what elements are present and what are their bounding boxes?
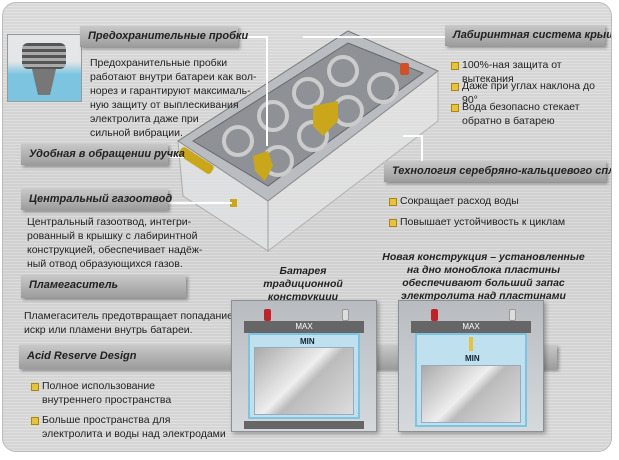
connector-line <box>303 36 447 38</box>
label-silver-calcium: Технология серебряно-кальциевого сплава <box>384 161 611 182</box>
label-handle: Удобная в обращении ручка <box>21 144 185 165</box>
electrode-plates <box>421 365 521 423</box>
connector-line <box>266 36 268 146</box>
min-label: MIN <box>465 354 480 363</box>
max-label: MAX <box>244 321 364 333</box>
label-labyrinth-lid: Лабиринтная система крышки <box>445 25 611 46</box>
connector-line <box>239 36 267 38</box>
text-line: рованный в крышку с лабиринтной <box>27 230 198 242</box>
positive-terminal <box>431 309 438 321</box>
labyrinth-bullet: Даже при углах наклона до 90° <box>451 79 611 107</box>
label-flame-arrester: Пламегаситель <box>21 275 186 298</box>
alloy-bullet: Повышает устойчивость к циклам <box>389 215 565 229</box>
bottom-base <box>244 421 364 429</box>
labyrinth-bullet: 100%-ная защита от вытекания <box>451 58 611 86</box>
new-battery-caption: Новая конструкция – установленные на дно… <box>382 251 585 302</box>
text-line: работают внутри батареи как вол- <box>90 71 257 83</box>
acid-bullet: Полное использование внутреннего простра… <box>31 379 211 407</box>
connector-line <box>168 156 184 158</box>
new-battery-diagram: MAX MIN <box>398 300 544 432</box>
flame-arrester-description: Пламегаситель предотвращает попадание ис… <box>24 309 233 337</box>
safety-plug-image <box>7 34 82 102</box>
text-line: конструкцией, обеспечивает надёж- <box>27 244 203 256</box>
negative-terminal <box>509 309 516 321</box>
text-line: Предохранительные пробки <box>90 57 228 69</box>
connector-line <box>403 135 423 137</box>
text-line: сильной вибрации. <box>90 127 183 139</box>
battery-illustration <box>177 30 439 253</box>
text-line: Пламегаситель предотвращает попадание <box>24 310 233 322</box>
infographic-panel: Предохранительные пробки Предохранительн… <box>2 2 612 452</box>
positive-terminal <box>264 309 271 321</box>
traditional-battery-caption: Батарея традиционной конструкции <box>263 265 343 303</box>
text-line: электролита даже при <box>90 113 199 125</box>
labyrinth-bullet: Вода безопасно стекает обратно в батарею <box>451 100 611 128</box>
safety-plugs-description: Предохранительные пробки работают внутри… <box>90 56 257 140</box>
text-line: ный отвод образующихся газов. <box>27 258 183 270</box>
negative-terminal <box>342 309 349 321</box>
level-indicator <box>469 337 473 351</box>
connector-line <box>421 135 423 163</box>
traditional-battery-diagram: MAX MIN <box>231 300 377 432</box>
text-line: норез и гарантируют максималь- <box>90 85 251 97</box>
alloy-bullet: Сокращает расход воды <box>389 194 519 208</box>
max-label: MAX <box>411 321 531 333</box>
text-line: Центральный газоотвод, интегри- <box>27 216 192 228</box>
electrode-plates <box>254 347 354 415</box>
acid-bullet: Больше пространства для электролита и во… <box>31 413 231 441</box>
text-line: искр или пламени внутрь батареи. <box>24 324 193 336</box>
min-label: MIN <box>300 337 315 346</box>
label-safety-plugs: Предохранительные пробки <box>80 26 248 47</box>
central-vent-description: Центральный газоотвод, интегри- рованный… <box>27 215 202 271</box>
text-line: ную защиту от выплескивания <box>90 99 239 111</box>
connector-line <box>168 202 232 204</box>
label-central-vent: Центральный газоотвод <box>21 189 172 210</box>
